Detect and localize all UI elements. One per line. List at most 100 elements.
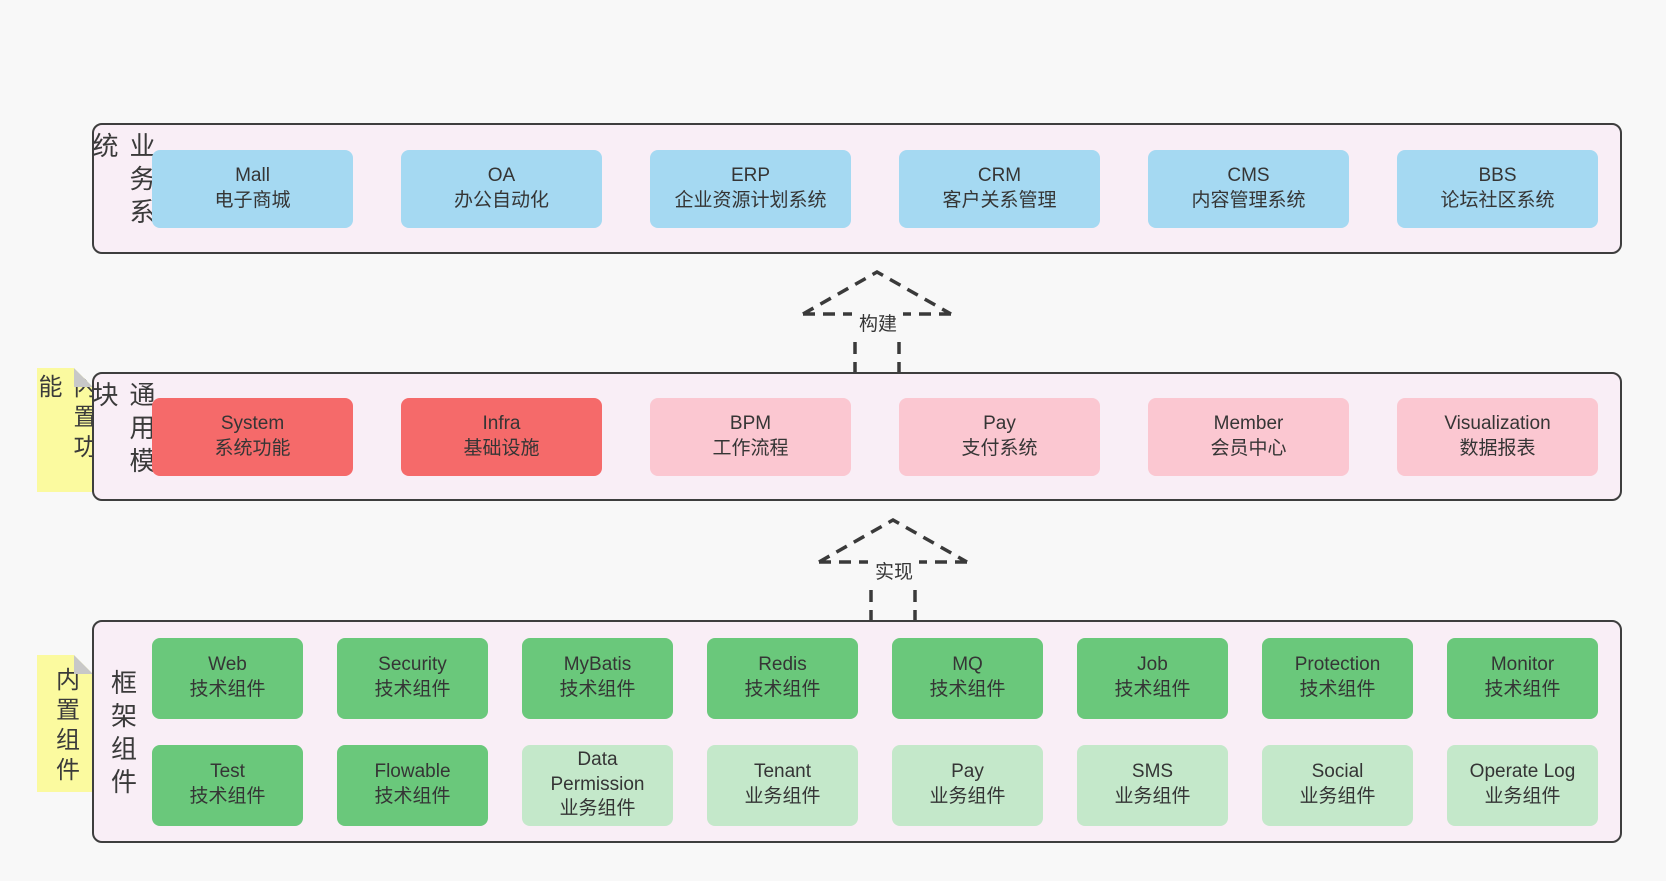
box-title: Redis: [758, 654, 807, 676]
box-subtitle: 企业资源计划系统: [674, 189, 827, 211]
box-test: Test 技术组件: [152, 744, 303, 826]
sticky-note-built-in-features: 内置功能: [37, 368, 93, 492]
box-visualization: Visualization 数据报表: [1397, 397, 1598, 476]
box-security: Security 技术组件: [337, 637, 488, 719]
box-title: Protection: [1294, 654, 1381, 676]
layer-title-modules: 通用模块: [89, 381, 156, 480]
box-subtitle: 技术组件: [189, 786, 266, 807]
box-subtitle: 办公自动化: [453, 189, 549, 211]
box-system: System 系统功能: [152, 397, 353, 476]
box-social: Social 业务组件: [1262, 744, 1413, 826]
box-title: Operate Log: [1469, 761, 1576, 783]
box-title: Visualization: [1444, 412, 1551, 434]
box-subtitle: 业务组件: [929, 786, 1006, 807]
layer-title-framework: 框架组件: [107, 669, 138, 801]
box-title: Pay: [951, 761, 984, 783]
box-bbs: BBS 论坛社区系统: [1397, 149, 1598, 228]
sticky-note-label: 内置功能: [34, 374, 96, 464]
box-cms: CMS 内容管理系统: [1148, 149, 1349, 228]
box-web: Web 技术组件: [152, 637, 303, 719]
business-boxes: Mall 电子商城 OA 办公自动化 ERP 企业资源计划系统 CRM 客户关系…: [152, 125, 1620, 252]
box-title: MQ: [952, 654, 983, 676]
box-mq: MQ 技术组件: [892, 637, 1043, 719]
box-tenant: Tenant 业务组件: [707, 744, 858, 826]
box-subtitle: 技术组件: [374, 786, 451, 807]
box-subtitle: 电子商城: [214, 189, 291, 211]
box-member: Member 会员中心: [1148, 397, 1349, 476]
box-subtitle: 技术组件: [1484, 679, 1561, 700]
module-boxes: System 系统功能 Infra 基础设施 BPM 工作流程 Pay 支付系统…: [152, 374, 1620, 499]
box-title: OA: [487, 164, 516, 186]
box-title: Monitor: [1490, 654, 1555, 676]
box-title: BPM: [729, 412, 772, 434]
build-arrow-icon: 构建: [802, 269, 952, 372]
implement-arrow-icon: 实现: [818, 517, 968, 620]
implement-arrow-label: 实现: [875, 561, 913, 583]
box-job: Job 技术组件: [1077, 637, 1228, 719]
box-subtitle: 业务组件: [744, 786, 821, 807]
box-title: Mall: [235, 164, 270, 186]
box-subtitle: 内容管理系统: [1191, 189, 1306, 211]
box-operate-log: Operate Log 业务组件: [1447, 744, 1598, 826]
box-flowable: Flowable 技术组件: [337, 744, 488, 826]
box-title: CRM: [977, 164, 1022, 186]
box-title: BBS: [1478, 164, 1517, 186]
framework-row-2: Test 技术组件 Flowable 技术组件 Data Permission …: [152, 744, 1598, 826]
box-subtitle: 业务组件: [1299, 786, 1376, 807]
framework-boxes: Web 技术组件 Security 技术组件 MyBatis 技术组件 Redi…: [152, 622, 1620, 841]
build-arrow-label: 构建: [859, 313, 897, 335]
box-title: CMS: [1227, 164, 1270, 186]
box-redis: Redis 技术组件: [707, 637, 858, 719]
box-title: Flowable: [374, 761, 451, 783]
sticky-note-label: 内置组件: [51, 666, 79, 787]
box-subtitle: 技术组件: [929, 679, 1006, 700]
box-subtitle: 客户关系管理: [942, 189, 1057, 211]
layer-framework-components: 框架组件 Web 技术组件 Security 技术组件 MyBatis 技术组件…: [92, 620, 1622, 843]
box-sms: SMS 业务组件: [1077, 744, 1228, 826]
box-title: SMS: [1131, 761, 1174, 783]
box-bpm: BPM 工作流程: [650, 397, 851, 476]
box-title: Data Permission: [550, 748, 645, 795]
layer-common-modules: 通用模块 System 系统功能 Infra 基础设施 BPM 工作流程 Pay…: [89, 372, 1622, 501]
layer-title-business: 业务系统: [89, 132, 156, 231]
box-title: Job: [1137, 654, 1168, 676]
box-subtitle: 技术组件: [744, 679, 821, 700]
box-subtitle: 业务组件: [1114, 786, 1191, 807]
box-oa: OA 办公自动化: [401, 149, 602, 228]
box-subtitle: 技术组件: [374, 679, 451, 700]
box-subtitle: 会员中心: [1210, 437, 1287, 459]
sticky-note-built-in-components: 内置组件: [37, 655, 93, 792]
box-subtitle: 业务组件: [1484, 786, 1561, 807]
box-monitor: Monitor 技术组件: [1447, 637, 1598, 719]
box-title: Social: [1311, 761, 1364, 783]
box-data-permission: Data Permission 业务组件: [522, 744, 673, 826]
box-mybatis: MyBatis 技术组件: [522, 637, 673, 719]
box-title: Infra: [482, 412, 521, 434]
box-title: Member: [1213, 412, 1284, 434]
box-subtitle: 系统功能: [214, 437, 291, 459]
box-subtitle: 技术组件: [1299, 679, 1376, 700]
box-infra: Infra 基础设施: [401, 397, 602, 476]
box-subtitle: 数据报表: [1459, 437, 1536, 459]
box-subtitle: 技术组件: [559, 679, 636, 700]
box-subtitle: 技术组件: [1114, 679, 1191, 700]
box-title: Tenant: [753, 761, 812, 783]
box-title: MyBatis: [563, 654, 632, 676]
box-title: Web: [208, 654, 247, 676]
box-subtitle: 技术组件: [189, 679, 266, 700]
box-pay-component: Pay 业务组件: [892, 744, 1043, 826]
box-erp: ERP 企业资源计划系统: [650, 149, 851, 228]
box-title: System: [220, 412, 285, 434]
layer-business-systems: 业务系统 Mall 电子商城 OA 办公自动化 ERP 企业资源计划系统 CRM…: [89, 123, 1622, 254]
box-crm: CRM 客户关系管理: [899, 149, 1100, 228]
box-title: Pay: [983, 412, 1016, 434]
box-subtitle: 支付系统: [961, 437, 1038, 459]
box-subtitle: 论坛社区系统: [1440, 189, 1555, 211]
framework-row-1: Web 技术组件 Security 技术组件 MyBatis 技术组件 Redi…: [152, 637, 1598, 719]
box-pay-module: Pay 支付系统: [899, 397, 1100, 476]
box-protection: Protection 技术组件: [1262, 637, 1413, 719]
box-title: Test: [210, 761, 245, 783]
box-mall: Mall 电子商城: [152, 149, 353, 228]
box-title: Security: [378, 654, 447, 676]
